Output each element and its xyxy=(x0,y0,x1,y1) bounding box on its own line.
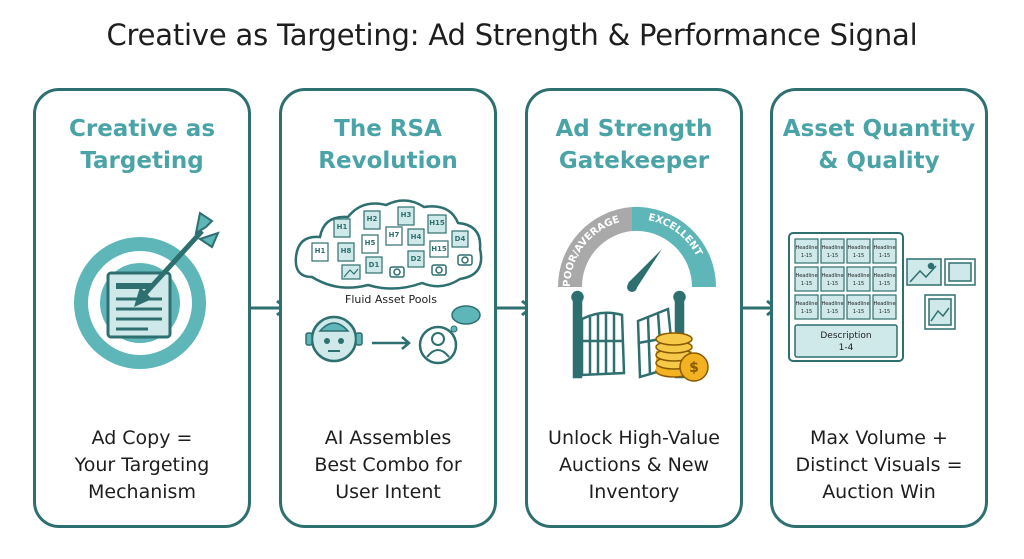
image-icon xyxy=(906,258,976,330)
card-rsa-revolution: The RSA Revolution H1 H2 H3 H15 H4 D4 H1… xyxy=(279,88,497,528)
svg-text:H1: H1 xyxy=(315,247,326,255)
target-illustration xyxy=(74,211,220,369)
svg-text:H1: H1 xyxy=(337,223,348,231)
thought-bubble-icon xyxy=(450,305,481,333)
headline-tile: Headline 1-15 xyxy=(846,266,871,292)
asset-card: D1 xyxy=(365,256,383,274)
headline-tile: Headline 1-15 xyxy=(846,294,871,320)
headline-tiles: Headline1-15Headline1-15Headline1-15Head… xyxy=(794,238,897,320)
headline-tile-title: Headline xyxy=(821,245,843,251)
headline-tile-title: Headline xyxy=(847,245,869,251)
svg-text:H4: H4 xyxy=(411,233,422,241)
gauge-icon: POOR/AVERAGE EXCELLENT xyxy=(557,206,717,292)
card-caption: Unlock High-Value Auctions & New Invento… xyxy=(548,427,720,503)
document-icon xyxy=(106,271,172,339)
headline-tile: Headline 1-15 xyxy=(846,238,871,264)
card-ad-strength-gatekeeper: Ad Strength Gatekeeper POOR/AVERAGE EXCE… xyxy=(525,88,743,528)
asset-card: D4 xyxy=(451,230,469,248)
robot-icon xyxy=(305,315,363,363)
camera-icon xyxy=(389,254,473,278)
svg-text:H8: H8 xyxy=(341,247,352,255)
headline-tile-range: 1-15 xyxy=(801,253,812,259)
card-caption: Max Volume + Distinct Visuals = Auction … xyxy=(795,427,963,503)
headline-tile: Headline 1-15 xyxy=(794,294,819,320)
headline-tile-title: Headline xyxy=(795,245,817,251)
card-caption: Ad Copy = Your Targeting Mechanism xyxy=(74,427,210,503)
headline-tile-title: Headline xyxy=(873,273,895,279)
svg-text:D1: D1 xyxy=(369,261,380,269)
asset-grid-illustration: Headline1-15Headline1-15Headline1-15Head… xyxy=(788,232,976,362)
headline-tile-range: 1-15 xyxy=(853,309,864,315)
description-title: Description xyxy=(820,331,871,341)
coins-icon: $ xyxy=(655,332,709,382)
arrow-icon xyxy=(372,336,411,350)
svg-text:H15: H15 xyxy=(429,219,445,227)
headline-tile: Headline 1-15 xyxy=(820,238,845,264)
headline-tile-range: 1-15 xyxy=(879,281,890,287)
headline-tile-range: 1-15 xyxy=(879,253,890,259)
headline-tile: Headline 1-15 xyxy=(820,294,845,320)
svg-text:D2: D2 xyxy=(411,255,422,263)
card-heading: The RSA Revolution xyxy=(318,116,458,174)
headline-tile-title: Headline xyxy=(795,273,817,279)
asset-card: H2 xyxy=(363,210,381,230)
headline-tile: Headline 1-15 xyxy=(794,266,819,292)
headline-tile-title: Headline xyxy=(847,273,869,279)
headline-tile: Headline 1-15 xyxy=(820,266,845,292)
headline-tile: Headline 1-15 xyxy=(872,238,897,264)
headline-tile: Headline 1-15 xyxy=(794,238,819,264)
headline-tile-title: Headline xyxy=(873,245,895,251)
headline-tile-range: 1-15 xyxy=(801,309,812,315)
card-heading: Creative as Targeting xyxy=(68,116,216,174)
svg-text:H7: H7 xyxy=(389,231,400,239)
page-title: Creative as Targeting: Ad Strength & Per… xyxy=(106,18,918,52)
asset-card: H15 xyxy=(429,240,449,258)
headline-tile-range: 1-15 xyxy=(827,309,838,315)
headline-tile-title: Headline xyxy=(847,301,869,307)
headline-tile-title: Headline xyxy=(821,301,843,307)
asset-card: H7 xyxy=(385,226,403,246)
image-icon xyxy=(341,264,361,280)
headline-tile-range: 1-15 xyxy=(853,281,864,287)
svg-text:H15: H15 xyxy=(431,245,447,253)
svg-text:D4: D4 xyxy=(455,235,466,243)
headline-tile-range: 1-15 xyxy=(879,309,890,315)
svg-text:H3: H3 xyxy=(401,211,412,219)
rsa-illustration: H1 H2 H3 H15 H4 D4 H1 H8 H5 H7 H15 D1 D2… xyxy=(294,199,483,365)
description-box: Description 1-4 xyxy=(794,324,898,358)
asset-card: H3 xyxy=(397,206,415,226)
asset-card: H8 xyxy=(337,242,355,262)
card-creative-as-targeting: Creative as Targeting Ad Copy = Your Tar… xyxy=(33,88,251,528)
asset-card: H1 xyxy=(311,242,329,262)
headline-tile-range: 1-15 xyxy=(801,281,812,287)
asset-card: H4 xyxy=(407,228,425,246)
headline-tile-title: Headline xyxy=(873,301,895,307)
headline-tile-range: 1-15 xyxy=(853,253,864,259)
arrow-icon xyxy=(134,211,220,307)
user-icon xyxy=(418,325,458,365)
headline-tile-range: 1-15 xyxy=(827,281,838,287)
svg-text:H2: H2 xyxy=(367,215,378,223)
asset-cards: H1 H2 H3 H15 H4 D4 H1 H8 H5 H7 H15 D1 D2 xyxy=(311,206,469,274)
asset-card: H1 xyxy=(333,218,351,238)
svg-text:$: $ xyxy=(689,360,699,376)
card-heading: Asset Quantity & Quality xyxy=(782,116,976,174)
gatekeeper-illustration: POOR/AVERAGE EXCELLENT xyxy=(557,206,717,382)
pool-label: Fluid Asset Pools xyxy=(345,293,437,306)
asset-card: D2 xyxy=(407,250,425,268)
headline-tile-range: 1-15 xyxy=(827,253,838,259)
asset-card: H15 xyxy=(427,214,447,234)
headline-tile: Headline 1-15 xyxy=(872,294,897,320)
description-range: 1-4 xyxy=(839,343,854,353)
card-caption: AI Assembles Best Combo for User Intent xyxy=(314,427,462,503)
headline-tile: Headline 1-15 xyxy=(872,266,897,292)
card-heading: Ad Strength Gatekeeper xyxy=(555,116,713,174)
svg-text:H5: H5 xyxy=(365,239,376,247)
headline-tile-title: Headline xyxy=(795,301,817,307)
headline-tile-title: Headline xyxy=(821,273,843,279)
asset-card: H5 xyxy=(361,234,379,254)
